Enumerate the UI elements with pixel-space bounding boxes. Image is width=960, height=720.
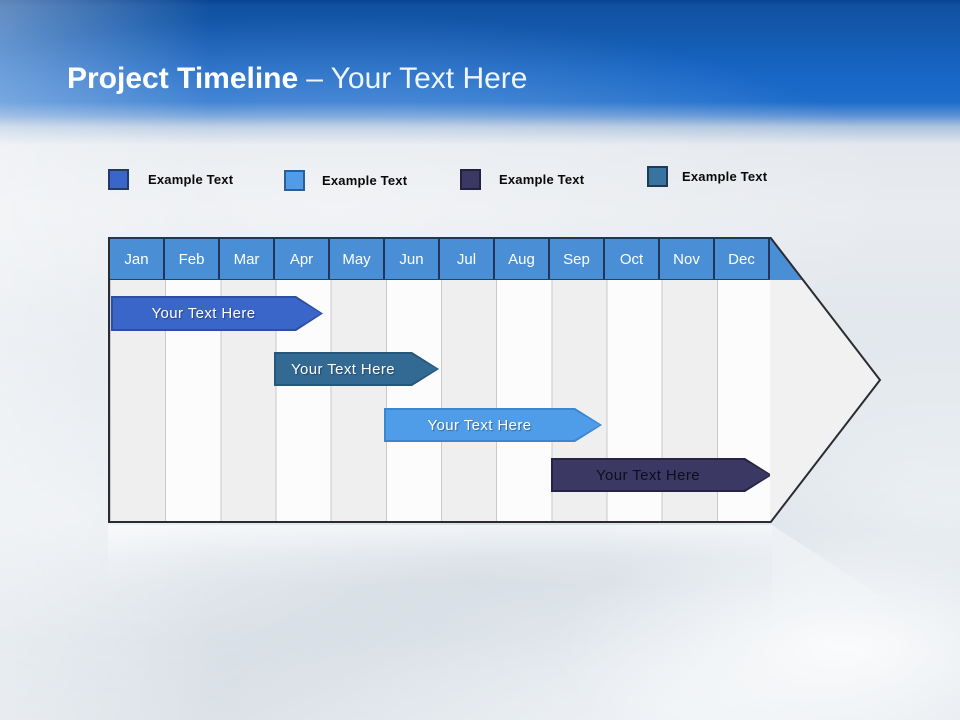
gantt-bar-3-fill: Your Text Here xyxy=(386,410,600,440)
legend-label-1: Example Text xyxy=(148,172,234,187)
legend-swatch-2 xyxy=(284,170,305,191)
legend-label-4: Example Text xyxy=(682,169,768,184)
gantt-bar-2-fill: Your Text Here xyxy=(276,354,437,384)
month-cell-jan: Jan xyxy=(110,239,165,279)
gantt-bar-2-label: Your Text Here xyxy=(291,360,395,378)
month-cell-nov: Nov xyxy=(660,239,715,279)
legend-item-3[interactable]: Example Text xyxy=(460,169,584,190)
gantt-bar-4-label: Your Text Here xyxy=(596,466,700,484)
slide-title-suffix: – Your Text Here xyxy=(306,62,528,95)
arrow-tip xyxy=(770,237,882,523)
month-cell-may: May xyxy=(330,239,385,279)
month-cell-dec: Dec xyxy=(715,239,770,279)
month-cell-jul: Jul xyxy=(440,239,495,279)
slide-title-main: Project Timeline xyxy=(67,62,299,95)
legend-swatch-3 xyxy=(460,169,481,190)
month-header-row: Jan Feb Mar Apr May Jun Jul Aug Sep Oct … xyxy=(110,237,770,280)
month-cell-mar: Mar xyxy=(220,239,275,279)
arrow-tip-body xyxy=(770,237,880,523)
gantt-bar-1[interactable]: Your Text Here xyxy=(111,296,323,331)
legend-label-3: Example Text xyxy=(499,172,585,187)
month-cell-aug: Aug xyxy=(495,239,550,279)
month-cell-apr: Apr xyxy=(275,239,330,279)
month-cell-feb: Feb xyxy=(165,239,220,279)
legend-item-4[interactable]: Example Text xyxy=(647,166,767,187)
legend-item-1[interactable]: Example Text xyxy=(108,169,233,190)
month-cell-jun: Jun xyxy=(385,239,440,279)
legend-swatch-4 xyxy=(647,166,668,187)
legend-item-2[interactable]: Example Text xyxy=(284,170,407,191)
gantt-bar-1-label: Your Text Here xyxy=(151,305,256,322)
gantt-bar-1-fill: Your Text Here xyxy=(113,298,321,329)
gantt-chart: Jan Feb Mar Apr May Jun Jul Aug Sep Oct … xyxy=(108,237,770,523)
arrow-tip-outline xyxy=(770,237,882,523)
gantt-bar-2[interactable]: Your Text Here xyxy=(274,352,439,386)
month-cell-oct: Oct xyxy=(605,239,660,279)
month-cell-sep: Sep xyxy=(550,239,605,279)
chart-reflection xyxy=(108,525,772,585)
slide-title[interactable]: Project Timeline– Your Text Here xyxy=(67,62,527,96)
gantt-bar-4-fill: Your Text Here xyxy=(553,460,770,490)
gantt-bar-3[interactable]: Your Text Here xyxy=(384,408,602,442)
gantt-bar-4[interactable]: Your Text Here xyxy=(551,458,772,492)
legend-label-2: Example Text xyxy=(322,173,408,188)
gantt-bar-3-label: Your Text Here xyxy=(427,416,532,434)
legend-swatch-1 xyxy=(108,169,129,190)
